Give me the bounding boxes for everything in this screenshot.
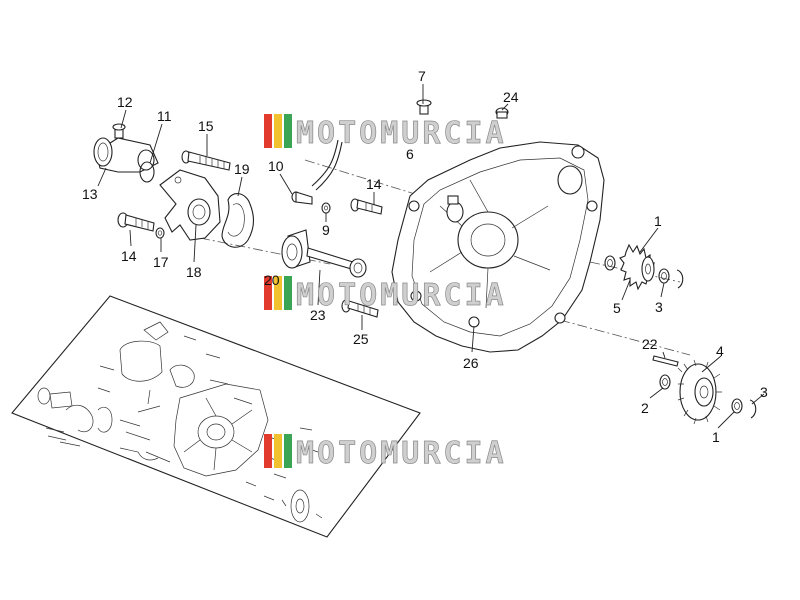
filler-plug-7 <box>416 99 432 115</box>
callout-23: 23 <box>310 307 326 323</box>
callout-11: 11 <box>157 108 172 124</box>
leader-lines <box>97 84 765 429</box>
washer-17 <box>155 227 165 239</box>
bleed-hose <box>311 139 343 191</box>
svg-text:MOTOMURCIA: MOTOMURCIA <box>296 278 507 313</box>
callout-15: 15 <box>198 118 214 134</box>
bolt-15 <box>181 150 231 171</box>
washer-9 <box>321 202 331 214</box>
washer-1-top <box>604 255 616 271</box>
fitting-10 <box>291 191 313 205</box>
callout-1-bottom: 1 <box>712 429 720 445</box>
callout-18: 18 <box>186 264 202 280</box>
callout-labels: 12 11 13 15 19 10 9 14 17 18 14 7 6 24 2… <box>82 68 768 445</box>
gear-5 <box>619 243 655 291</box>
callout-12: 12 <box>117 94 133 110</box>
callout-22: 22 <box>642 336 658 352</box>
gear-4 <box>677 359 722 425</box>
callout-9: 9 <box>322 222 330 238</box>
callout-3-top: 3 <box>655 299 663 315</box>
callout-26: 26 <box>463 355 479 371</box>
pump-housing <box>159 169 221 241</box>
washer-3-top <box>658 268 670 284</box>
watermark-top: MOTOMURCIA <box>264 114 507 151</box>
callout-4: 4 <box>716 343 724 359</box>
callout-2: 2 <box>641 400 649 416</box>
callout-7: 7 <box>418 68 426 84</box>
impeller-shaft <box>281 229 367 278</box>
circlip-bottom <box>749 399 757 419</box>
coolant-elbow-fitting <box>93 137 159 173</box>
callout-13: 13 <box>82 186 98 202</box>
callout-6: 6 <box>406 146 414 162</box>
washer-2 <box>659 374 671 390</box>
callout-20: 20 <box>264 272 280 288</box>
svg-text:MOTOMURCIA: MOTOMURCIA <box>296 436 507 471</box>
washer-1-bottom <box>731 398 743 414</box>
svg-text:MOTOMURCIA: MOTOMURCIA <box>296 116 507 151</box>
watermark-middle: MOTOMURCIA <box>264 276 507 313</box>
watermark-bottom: MOTOMURCIA <box>264 434 507 471</box>
pin-22 <box>652 355 679 367</box>
callout-25: 25 <box>353 331 369 347</box>
o-ring-11 <box>139 161 155 183</box>
bolt-14-left <box>117 212 155 232</box>
pump-gasket <box>221 193 255 248</box>
elbow-bolt <box>112 123 126 139</box>
bolt-25 <box>341 299 379 318</box>
callout-3-bottom: 3 <box>760 384 768 400</box>
clutch-cover <box>391 141 605 353</box>
callout-17: 17 <box>153 254 169 270</box>
callout-24: 24 <box>503 89 519 105</box>
circlip-top <box>676 269 684 289</box>
callout-5: 5 <box>613 300 621 316</box>
callout-10: 10 <box>268 158 284 174</box>
bolt-14-right <box>350 198 383 215</box>
plug-24 <box>495 107 509 119</box>
callout-14-right: 14 <box>366 176 382 192</box>
callout-1-top: 1 <box>654 213 662 229</box>
callout-19: 19 <box>234 161 250 177</box>
callout-14-left: 14 <box>121 248 137 264</box>
